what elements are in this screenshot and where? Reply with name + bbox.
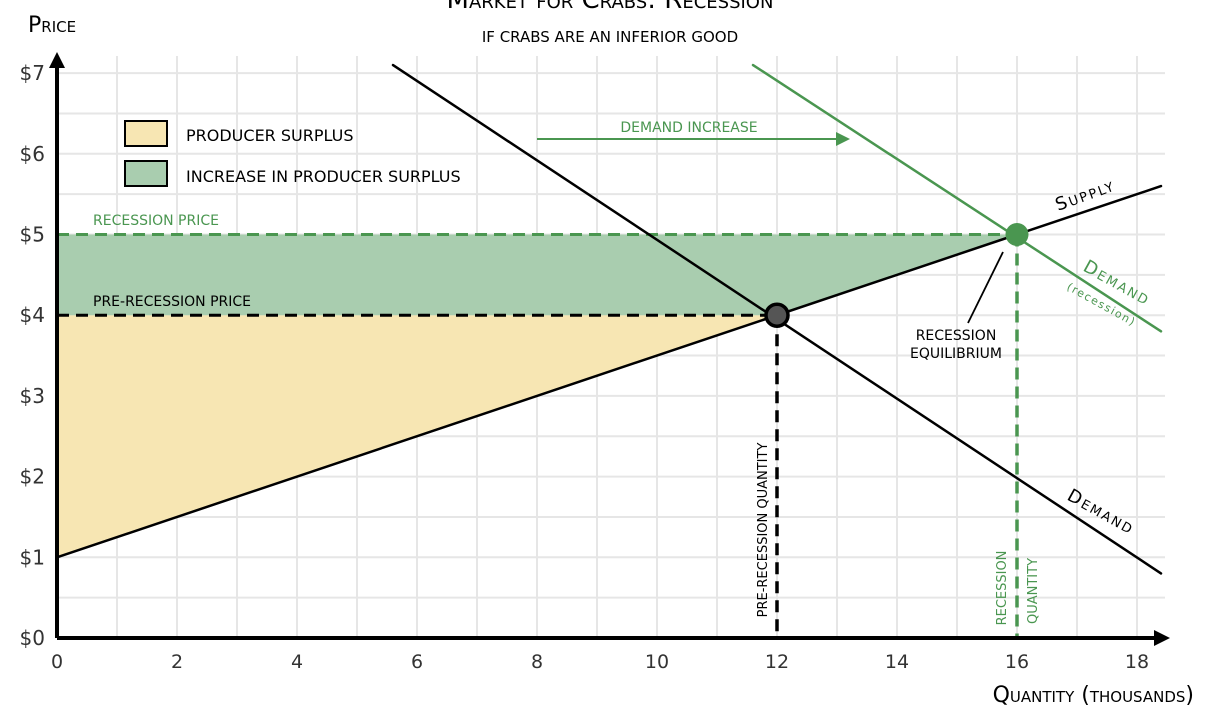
legend-swatch-producer-surplus	[124, 120, 168, 147]
x-axis-arrow	[1154, 630, 1170, 646]
legend-label-producer-surplus: PRODUCER SURPLUS	[186, 126, 354, 145]
supply-curve-label: Supply	[1053, 175, 1119, 216]
supply-curve	[55, 184, 1163, 559]
pre-recession-price-label: PRE-RECESSION PRICE	[93, 294, 251, 310]
demand-recession-curve	[751, 63, 1163, 333]
axes: 0 2 4 6 8 10 12 14 16 18 $0 $1 $2 $3 $4 $5 $6 $7	[20, 52, 1170, 673]
y-tick-label: $0	[20, 626, 45, 650]
x-tick-label: 10	[645, 651, 669, 673]
y-tick-label: $6	[20, 142, 45, 166]
recession-equilibrium-callout-line	[967, 251, 1004, 324]
x-tick-label: 2	[171, 651, 183, 673]
x-tick-label: 8	[531, 651, 543, 673]
x-tick-label: 16	[1005, 651, 1029, 673]
equilibrium-points	[764, 223, 1029, 328]
y-tick-label: $5	[20, 223, 45, 247]
recession-equilibrium-point	[1005, 223, 1029, 246]
recession-equilibrium-label-line1: RECESSION	[916, 328, 997, 344]
chart-subtitle: IF CRABS ARE AN INFERIOR GOOD	[482, 28, 738, 46]
y-tick-label: $2	[20, 465, 45, 489]
x-tick-label: 14	[885, 651, 909, 673]
pre-recession-quantity-label: PRE-RECESSION QUANTITY	[756, 443, 771, 618]
y-tick-label: $7	[20, 61, 45, 85]
increase-producer-surplus-area	[57, 234, 1017, 316]
guide-lines	[57, 233, 1019, 638]
demand-increase-label: DEMAND INCREASE	[620, 120, 757, 136]
y-tick-label: $4	[20, 303, 45, 327]
legend-label-increase-producer-surplus: INCREASE IN PRODUCER SURPLUS	[186, 167, 461, 186]
legend-swatch-increase-producer-surplus	[124, 160, 168, 187]
x-tick-label: 12	[765, 651, 789, 673]
recession-quantity-label-line2: QUANTITY	[1026, 558, 1041, 624]
x-tick-label: 18	[1125, 651, 1149, 673]
recession-price-label: RECESSION PRICE	[93, 213, 219, 229]
y-axis-title: Price	[28, 13, 76, 38]
chart-title: Market for Crabs: Recession	[447, 0, 774, 15]
y-tick-label: $1	[20, 545, 45, 569]
x-tick-label: 6	[411, 651, 423, 673]
demand-curve-label: Demand	[1064, 485, 1139, 539]
x-tick-label: 4	[291, 651, 303, 673]
recession-quantity-label-line1: RECESSION	[995, 551, 1010, 626]
pre-recession-equilibrium-point	[764, 302, 790, 328]
y-axis-arrow	[49, 52, 65, 68]
x-tick-label: 0	[51, 651, 63, 673]
recession-equilibrium-label-line2: EQUILIBRIUM	[910, 346, 1002, 362]
x-axis-title: Quantity (thousands)	[993, 683, 1194, 708]
y-tick-label: $3	[20, 384, 45, 408]
demand-increase-arrow-head	[836, 132, 850, 146]
